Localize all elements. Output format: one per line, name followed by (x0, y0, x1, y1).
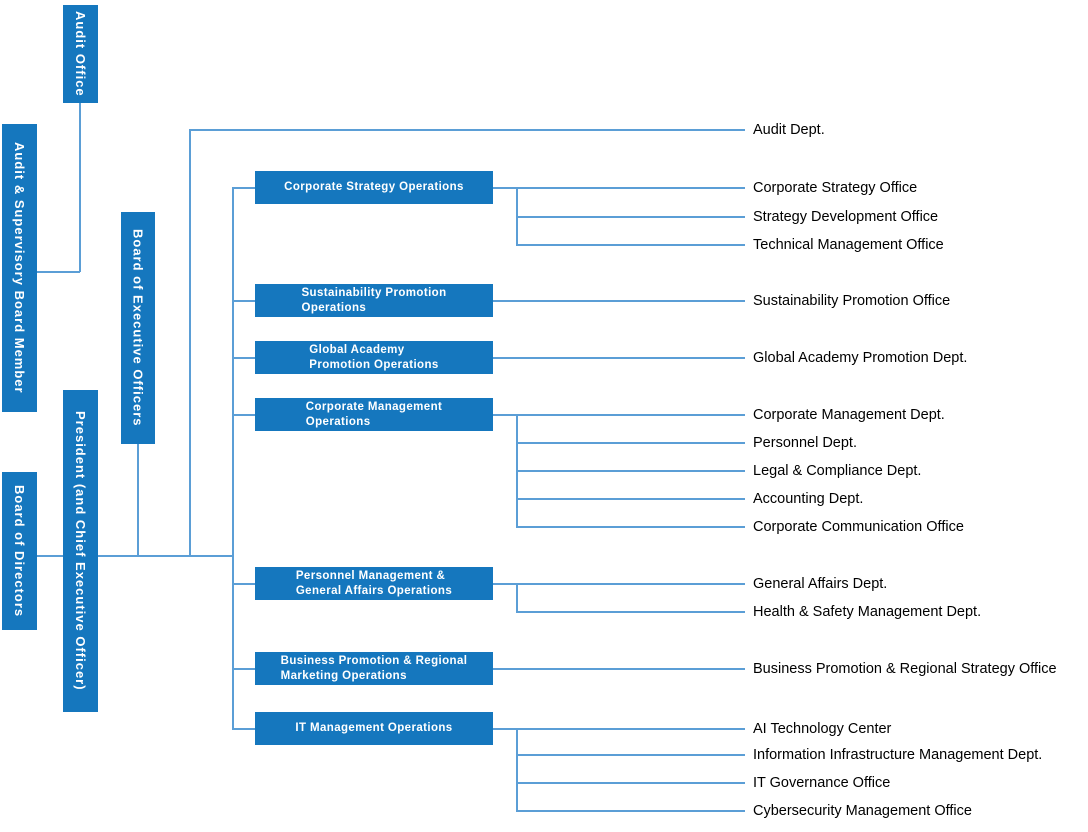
unit-label-corporate-communication-office: Corporate Communication Office (753, 519, 964, 535)
operations-box-label: Business Promotion & Regional Marketing … (280, 655, 468, 682)
connector-stub (232, 300, 256, 302)
connector-substem (516, 415, 518, 528)
connector-stub (232, 357, 256, 359)
unit-label-cybersecurity-management-office: Cybersecurity Management Office (753, 803, 972, 819)
operations-box-business-promotion-marketing: Business Promotion & Regional Marketing … (255, 652, 493, 685)
connector-substem (516, 729, 518, 812)
box-board-of-executive-officers-label: Board of Executive Officers (130, 229, 146, 427)
box-audit-office-label: Audit Office (73, 11, 88, 97)
unit-label-sustainability-promotion-office: Sustainability Promotion Office (753, 293, 951, 309)
unit-label-accounting-dept: Accounting Dept. (753, 491, 864, 507)
connector-audit-office-elbow (37, 271, 80, 273)
unit-label-corporate-strategy-office: Corporate Strategy Office (753, 180, 918, 196)
operations-box-global-academy-promotion: Global Academy Promotion Operations (255, 341, 493, 374)
connector-board-main-line (37, 555, 233, 557)
connector-branch (493, 300, 745, 302)
unit-label-global-academy-promotion-dept: Global Academy Promotion Dept. (753, 350, 968, 366)
box-board-of-executive-officers: Board of Executive Officers (121, 212, 155, 444)
operations-box-label: Global Academy Promotion Operations (309, 344, 439, 371)
box-president-ceo-label: President (and Chief Executive Officer) (73, 411, 88, 691)
unit-label-ai-technology-center: AI Technology Center (753, 721, 892, 737)
unit-label-corporate-management-dept: Corporate Management Dept. (753, 407, 945, 423)
unit-label-business-promotion-regional-strategy-office: Business Promotion & Regional Strategy O… (753, 661, 1057, 677)
connector-subbranch (516, 470, 745, 472)
connector-subbranch (516, 782, 745, 784)
connector-stub (232, 728, 256, 730)
operations-box-sustainability-promotion: Sustainability Promotion Operations (255, 284, 493, 317)
operations-box-label: Corporate Management Operations (305, 401, 443, 428)
operations-box-corporate-management: Corporate Management Operations (255, 398, 493, 431)
operations-box-personnel-general-affairs: Personnel Management & General Affairs O… (255, 567, 493, 600)
unit-label-audit-dept: Audit Dept. (753, 122, 825, 138)
connector-branch (493, 357, 745, 359)
operations-box-label: Sustainability Promotion Operations (301, 287, 447, 314)
box-audit-office: Audit Office (63, 5, 98, 103)
unit-label-strategy-development-office: Strategy Development Office (753, 209, 939, 225)
connector-audit-dept-drop (189, 130, 191, 556)
unit-label-it-governance-office: IT Governance Office (753, 775, 891, 791)
connector-branch (493, 414, 745, 416)
connector-subbranch (516, 526, 745, 528)
connector-audit-office-drop (79, 103, 81, 272)
connector-subbranch (516, 498, 745, 500)
connector-subbranch (516, 216, 745, 218)
unit-label-technical-management-office: Technical Management Office (753, 237, 944, 253)
unit-label-health-safety-management-dept: Health & Safety Management Dept. (753, 604, 982, 620)
connector-subbranch (516, 442, 745, 444)
connector-branch (493, 728, 745, 730)
connector-stub (232, 187, 256, 189)
connector-branch (493, 668, 745, 670)
connector-operations-spine (232, 188, 234, 729)
connector-subbranch (516, 810, 745, 812)
unit-label-information-infrastructure-management-dept: Information Infrastructure Management De… (753, 747, 1043, 763)
connector-subbranch (516, 754, 745, 756)
unit-label-personnel-dept: Personnel Dept. (753, 435, 857, 451)
box-audit-supervisory-label: Audit & Supervisory Board Member (12, 142, 27, 394)
connector-stub (232, 668, 256, 670)
connector-substem (516, 584, 518, 613)
box-president-ceo: President (and Chief Executive Officer) (63, 390, 98, 712)
operations-box-corporate-strategy: Corporate Strategy Operations (255, 171, 493, 204)
operations-box-label: Personnel Management & General Affairs O… (295, 570, 453, 597)
connector-audit-dept-line (189, 129, 745, 131)
connector-exec-officers-drop (137, 444, 139, 556)
connector-branch (493, 583, 745, 585)
unit-label-general-affairs-dept: General Affairs Dept. (753, 576, 888, 592)
box-audit-supervisory-board-member: Audit & Supervisory Board Member (2, 124, 37, 412)
unit-label-legal-compliance-dept: Legal & Compliance Dept. (753, 463, 922, 479)
connector-stub (232, 414, 256, 416)
box-board-of-directors-label: Board of Directors (12, 484, 27, 618)
operations-box-it-management: IT Management Operations (255, 712, 493, 745)
box-board-of-directors: Board of Directors (2, 472, 37, 630)
operations-box-label: Corporate Strategy Operations (284, 181, 464, 194)
connector-subbranch (516, 611, 745, 613)
connector-branch (493, 187, 745, 189)
connector-subbranch (516, 244, 745, 246)
operations-box-label: IT Management Operations (295, 722, 453, 735)
connector-stub (232, 583, 256, 585)
